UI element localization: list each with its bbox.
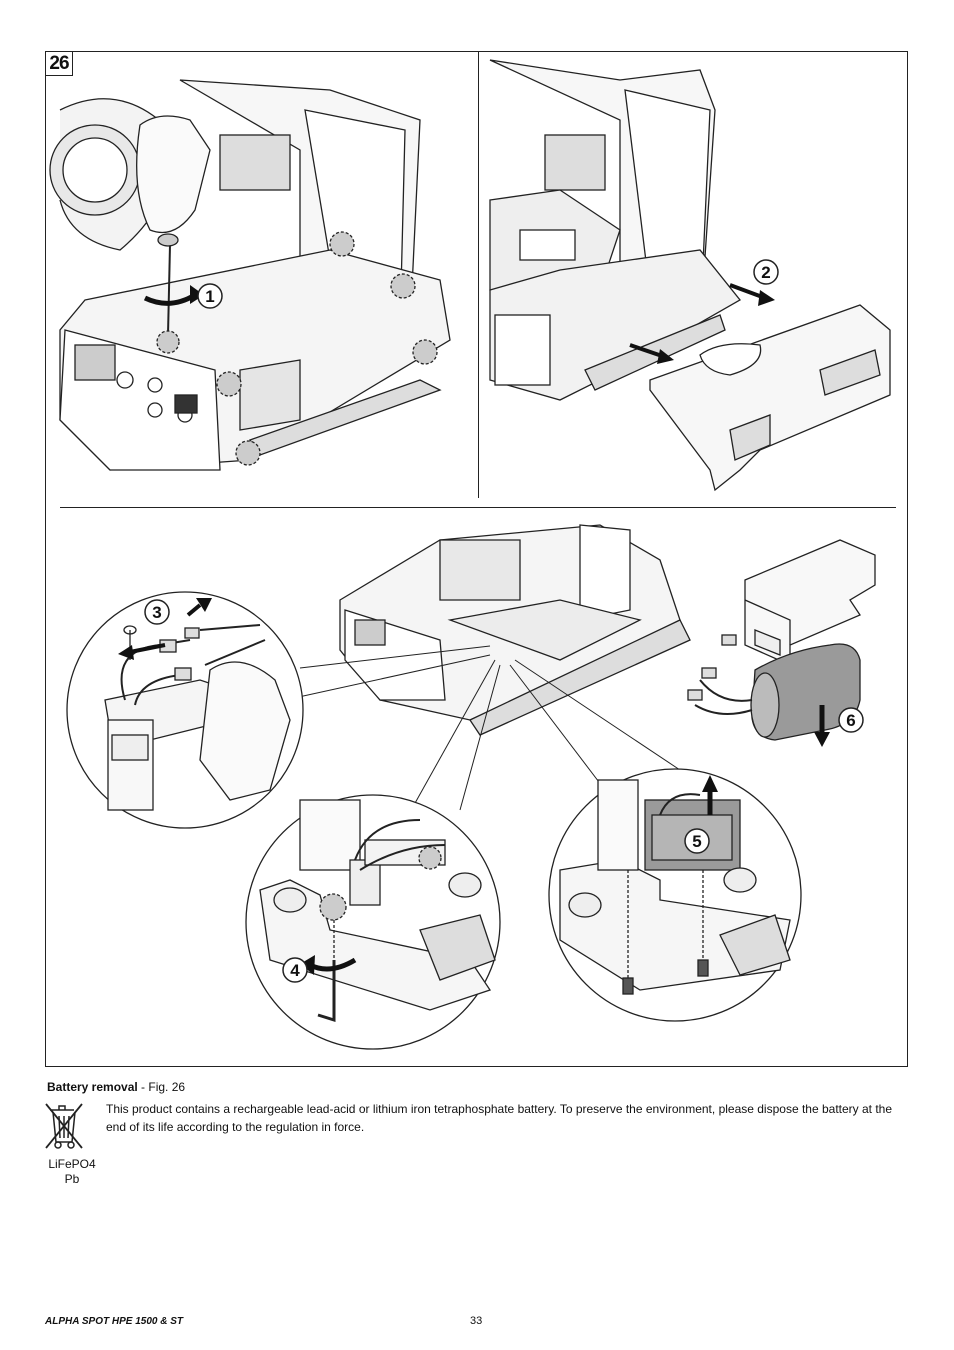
panel-2-drawing xyxy=(489,59,891,492)
chemistry-label-lifepo4: LiFePO4 xyxy=(48,1157,96,1171)
step-label-2: 2 xyxy=(761,263,770,282)
figure-caption: Battery removal - Fig. 26 xyxy=(47,1080,185,1094)
step-label-5: 5 xyxy=(692,832,701,851)
panel-divider-horizontal xyxy=(60,507,896,508)
figure-number: 26 xyxy=(45,51,73,76)
step-label-4: 4 xyxy=(290,961,300,980)
step-label-6: 6 xyxy=(846,711,855,730)
panel-divider-vertical xyxy=(478,51,479,498)
detail-3-drawing xyxy=(66,591,304,829)
caption-title: Battery removal xyxy=(47,1080,138,1094)
chemistry-label-pb: Pb xyxy=(64,1172,80,1186)
unit-center-drawing xyxy=(339,524,691,736)
page-number: 33 xyxy=(470,1315,483,1327)
step-label-1: 1 xyxy=(205,287,214,306)
battery-removed-drawing xyxy=(687,539,876,747)
battery-disposal-notice: This product contains a rechargeable lea… xyxy=(106,1102,893,1134)
crossed-bin-icon xyxy=(45,1103,83,1149)
footer-product-title: ALPHA SPOT HPE 1500 & ST xyxy=(45,1316,183,1327)
battery-chemistry-labels: LiFePO4 Pb xyxy=(44,1157,100,1187)
detail-4-drawing xyxy=(245,794,501,1050)
detail-5-drawing xyxy=(548,768,802,1022)
caption-figure-ref: - Fig. 26 xyxy=(137,1080,186,1094)
figure-frame xyxy=(45,51,908,1067)
step-label-3: 3 xyxy=(152,603,161,622)
callout-lines xyxy=(284,645,681,831)
panel-1-drawing xyxy=(49,79,451,471)
